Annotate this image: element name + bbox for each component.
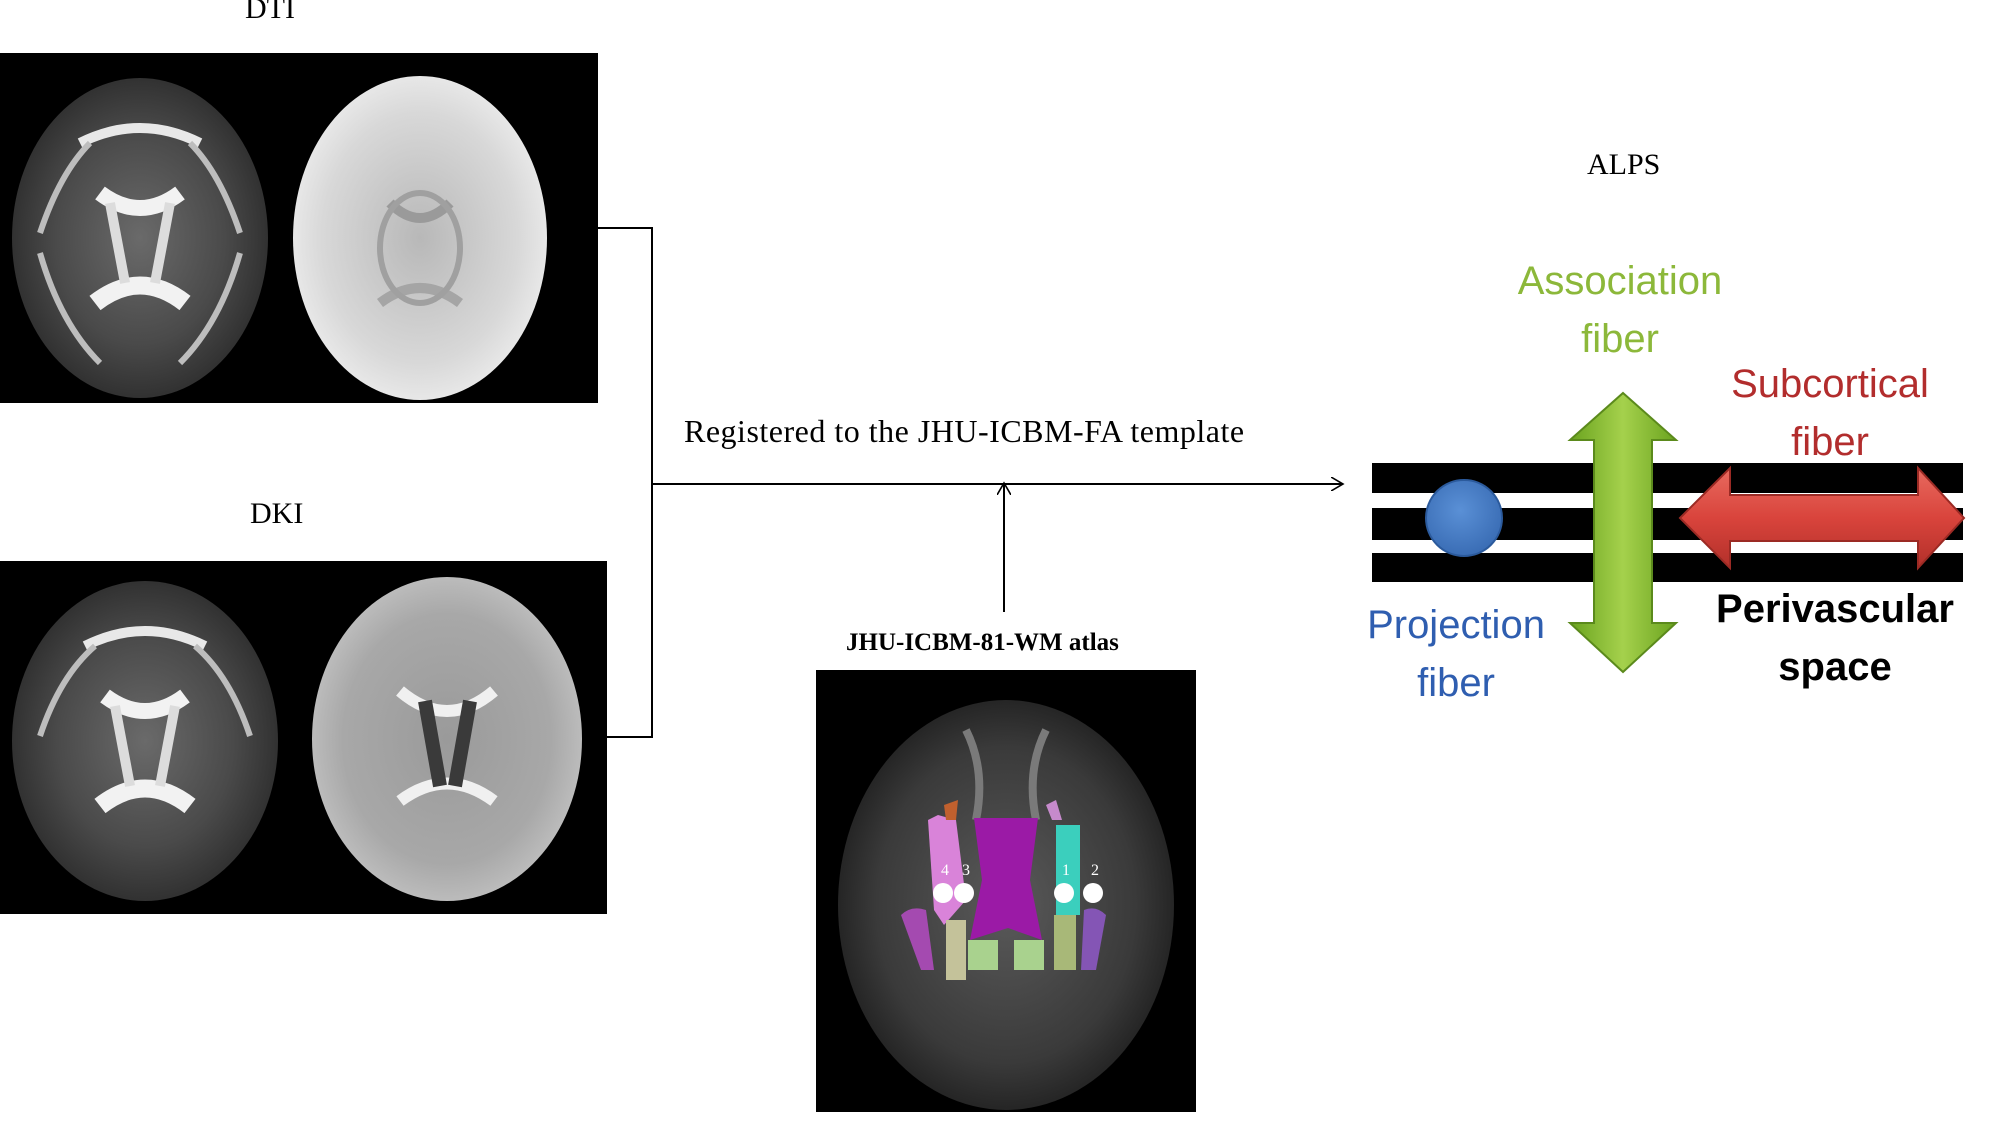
projection-fiber-line1: Projection [1367,603,1545,647]
atlas-region-left-orange [944,800,958,820]
dki-brain-images [12,577,582,901]
subcortical-fiber-line2: fiber [1791,420,1869,464]
projection-fiber-label: Projection fiber [1316,596,1596,712]
atlas-image-panel: 1 2 3 4 [816,670,1196,1112]
atlas-roi-dot [1083,883,1103,903]
dti-connector-line [598,227,653,484]
atlas-number-4: 4 [941,862,949,879]
association-fiber-arrow [1567,391,1679,674]
dti-md-brain [293,76,547,400]
dti-fa-brain [12,78,268,398]
alps-label: ALPS [1587,148,1661,181]
registration-label: Registered to the JHU-ICBM-FA template [684,413,1245,449]
atlas-region-right-purple [1081,908,1106,970]
association-fiber-label: Association fiber [1480,252,1760,368]
atlas-roi-dot [954,883,974,903]
atlas-region-left-violet [901,908,934,970]
atlas-region-right-pink [1046,800,1062,820]
atlas-number-3: 3 [962,862,970,879]
atlas-brain-image: 1 2 3 4 [838,700,1174,1110]
subcortical-fiber-label: Subcortical fiber [1690,355,1970,471]
association-fiber-line1: Association [1517,259,1723,303]
association-fiber-line2: fiber [1581,317,1659,361]
atlas-label: JHU-ICBM-81-WM atlas [846,629,1119,656]
perivascular-space-line1: Perivascular [1716,587,1954,631]
dki-connector-line [607,484,653,738]
dti-label: DTI [245,0,295,25]
subcortical-fiber-line1: Subcortical [1731,362,1929,406]
atlas-number-2: 2 [1091,862,1099,879]
dki-image-panel [0,561,607,914]
atlas-region-right-green [1014,940,1044,970]
perivascular-space-line2: space [1778,645,1892,689]
atlas-roi-dot [1054,883,1074,903]
atlas-number-1: 1 [1062,862,1070,879]
dti-brain-images [12,76,547,400]
atlas-roi-dot [933,883,953,903]
perivascular-bar-bottom [1372,553,1963,582]
atlas-region-corpus [970,818,1042,940]
dki-label: DKI [250,497,304,530]
atlas-region-left-green [968,940,998,970]
dti-image-panel [0,53,598,403]
projection-fiber-line2: fiber [1417,661,1495,705]
dki-fa-brain [12,581,278,901]
perivascular-space-label: Perivascular space [1695,580,1975,696]
projection-fiber-circle [1425,479,1503,557]
subcortical-fiber-arrow [1678,465,1966,571]
dki-mk-brain [312,577,582,901]
atlas-region-left-beige [946,920,966,980]
atlas-region-right-olive [1054,915,1076,970]
